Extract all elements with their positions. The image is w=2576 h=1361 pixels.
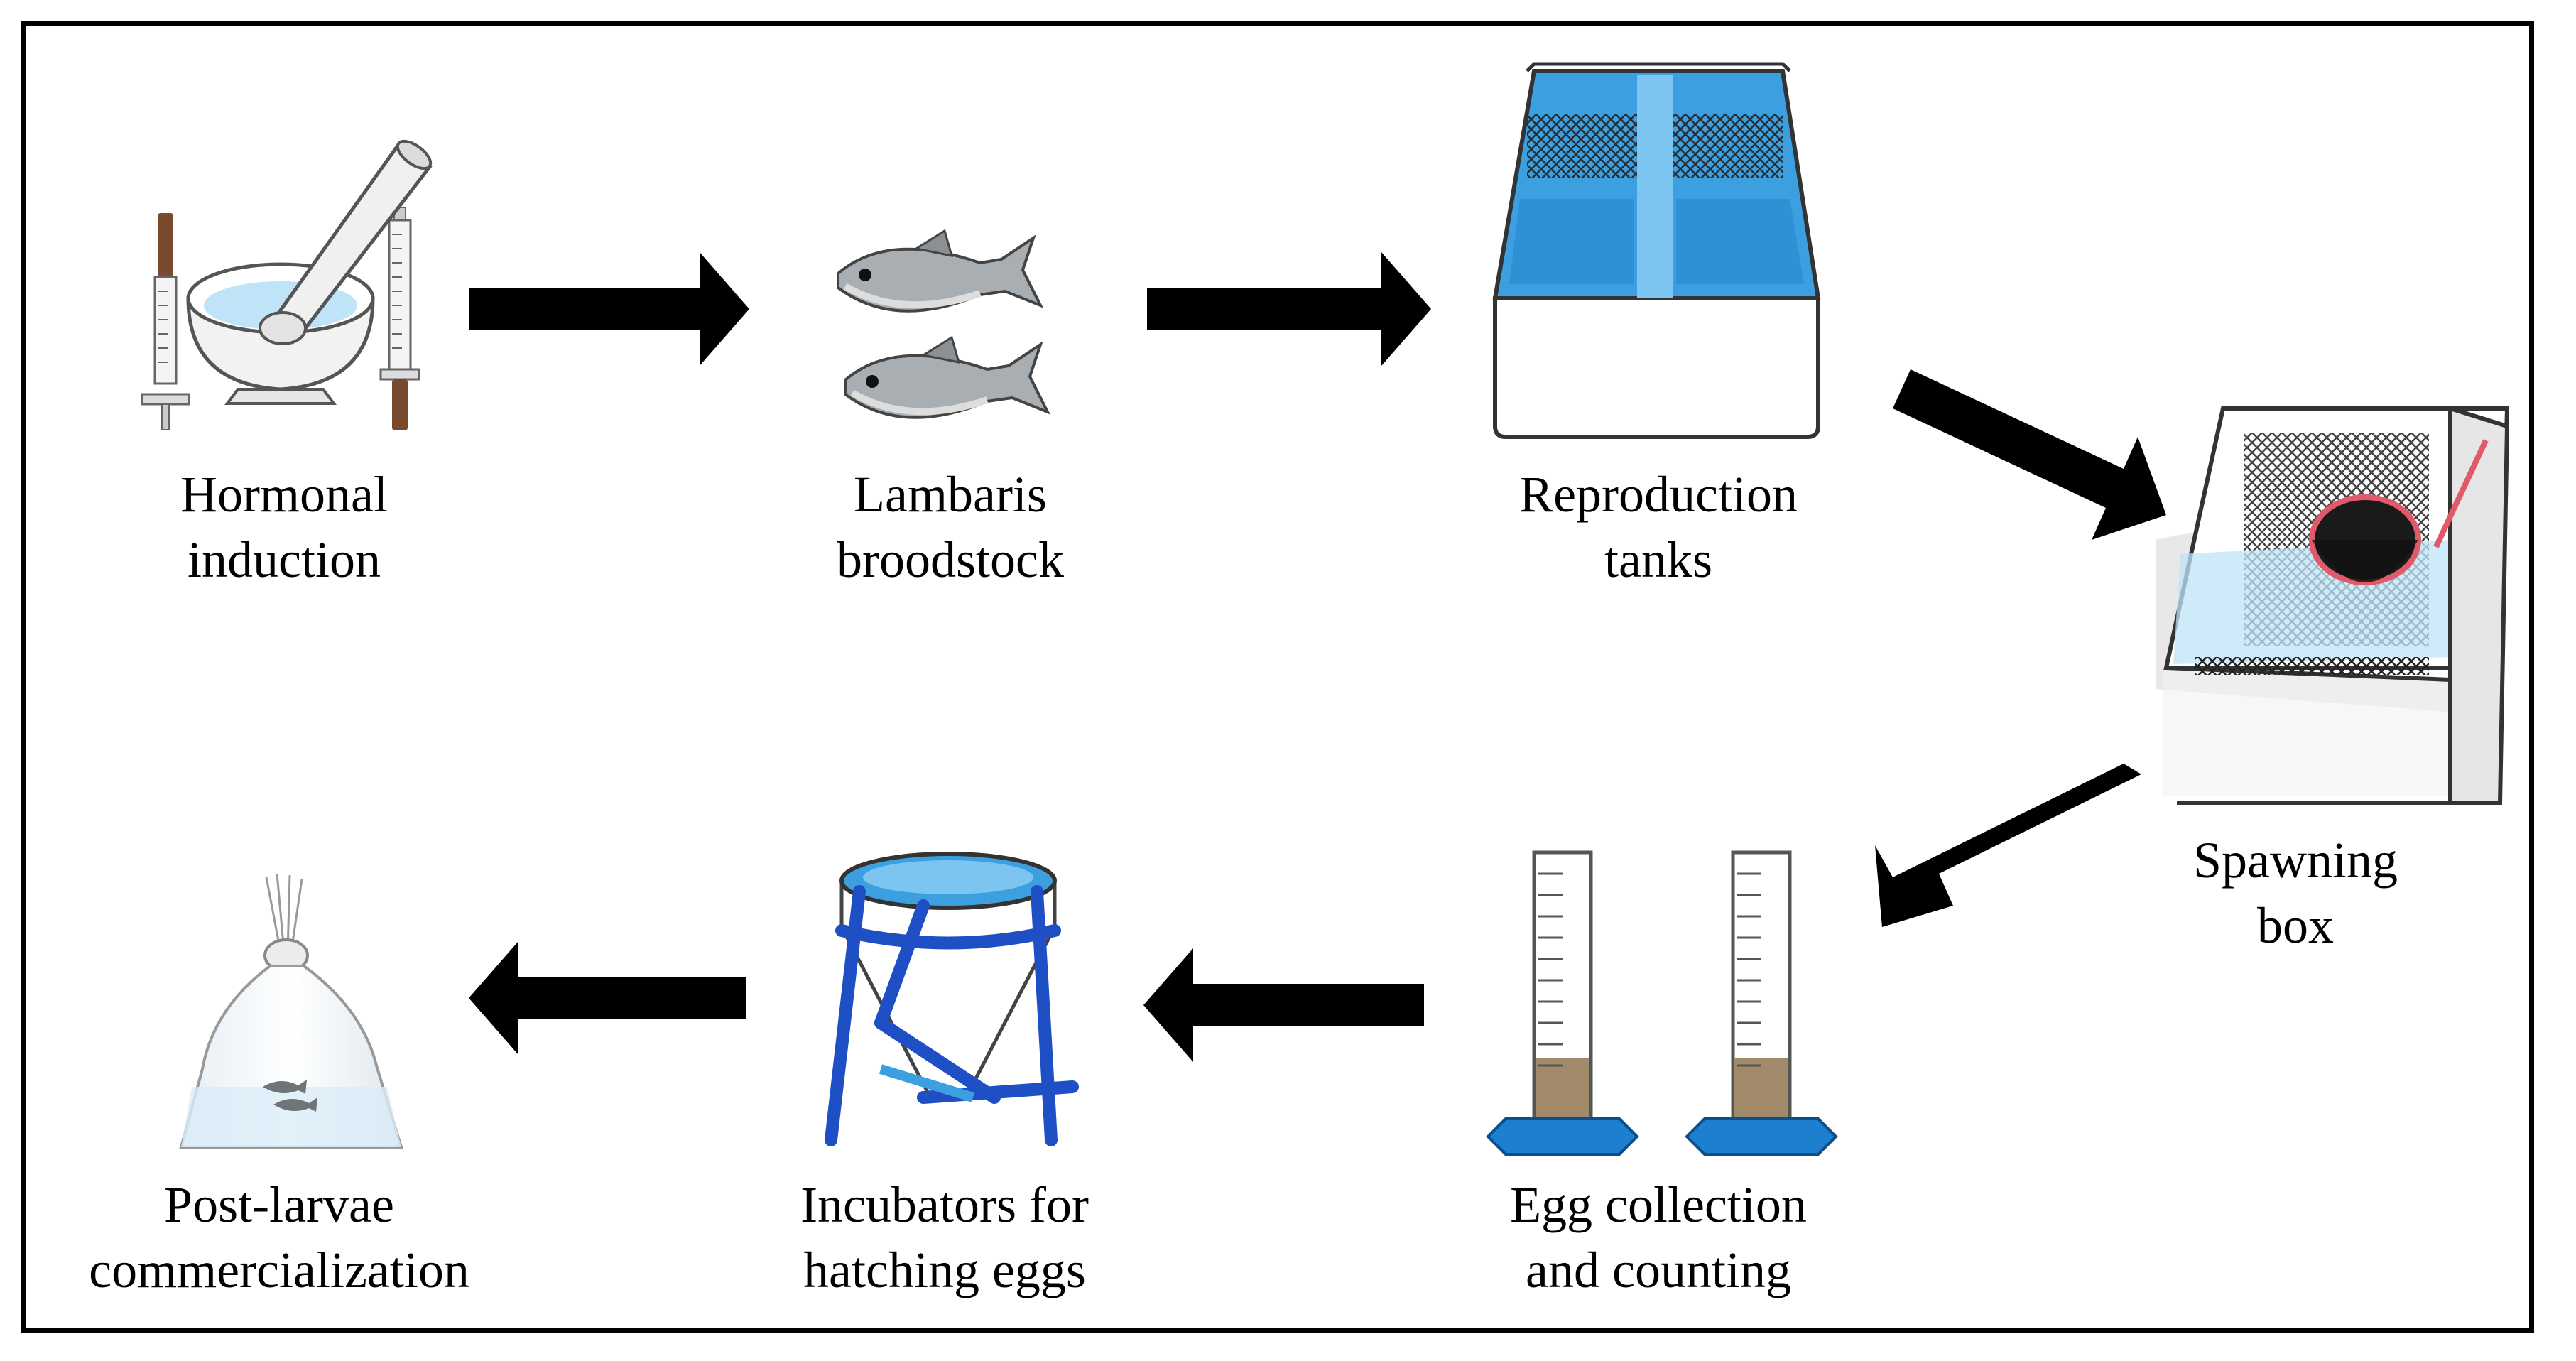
incubator-icon (825, 852, 1079, 1146)
label-hormonal-induction-line1: Hormonal (180, 466, 388, 523)
fish-bag-icon (179, 873, 403, 1149)
fish-broodstock-icon (837, 229, 1051, 419)
label-egg-collection-line1: Egg collection (1510, 1176, 1807, 1233)
label-post-larvae-line2: commercialization (89, 1242, 469, 1298)
arrow-spawning-box-to-eggs (1875, 764, 2141, 927)
label-hormonal-induction-line2: induction (188, 531, 381, 588)
label-egg-collection-line2: and counting (1526, 1242, 1791, 1298)
arrow-broodstock-to-tanks (1147, 252, 1431, 366)
arrow-induction-to-broodstock (469, 252, 749, 366)
label-spawning-box: Spawning box (2193, 828, 2398, 958)
label-reproduction-tanks-line2: tanks (1604, 531, 1712, 588)
label-reproduction-tanks-line1: Reproduction (1519, 466, 1798, 523)
label-incubators-line1: Incubators for (800, 1176, 1089, 1233)
graduated-cylinders-icon (1486, 850, 1838, 1156)
label-lambaris-broodstock: Lambaris broodstock (837, 462, 1064, 592)
label-post-larvae: Post-larvae commercialization (89, 1172, 469, 1303)
arrow-eggs-to-incubators (1143, 948, 1424, 1062)
arrow-tanks-to-spawning-box (1893, 369, 2166, 540)
reproduction-tank-icon (1492, 62, 1821, 439)
label-post-larvae-line1: Post-larvae (164, 1176, 394, 1233)
label-lambaris-broodstock-line1: Lambaris (854, 466, 1047, 523)
label-egg-collection: Egg collection and counting (1510, 1172, 1807, 1303)
arrow-incubators-to-post-larvae (469, 941, 746, 1055)
label-spawning-box-line1: Spawning (2193, 832, 2398, 889)
label-hormonal-induction: Hormonal induction (180, 462, 388, 592)
label-reproduction-tanks: Reproduction tanks (1519, 462, 1798, 592)
label-incubators-line2: hatching eggs (803, 1242, 1086, 1298)
diagram-frame (21, 21, 2534, 1333)
label-spawning-box-line2: box (2257, 897, 2334, 954)
mortar-pestle-syringe-icon (141, 139, 433, 430)
label-lambaris-broodstock-line2: broodstock (837, 531, 1064, 588)
label-incubators: Incubators for hatching eggs (800, 1172, 1089, 1303)
spawning-box-with-net-icon (2156, 405, 2510, 805)
